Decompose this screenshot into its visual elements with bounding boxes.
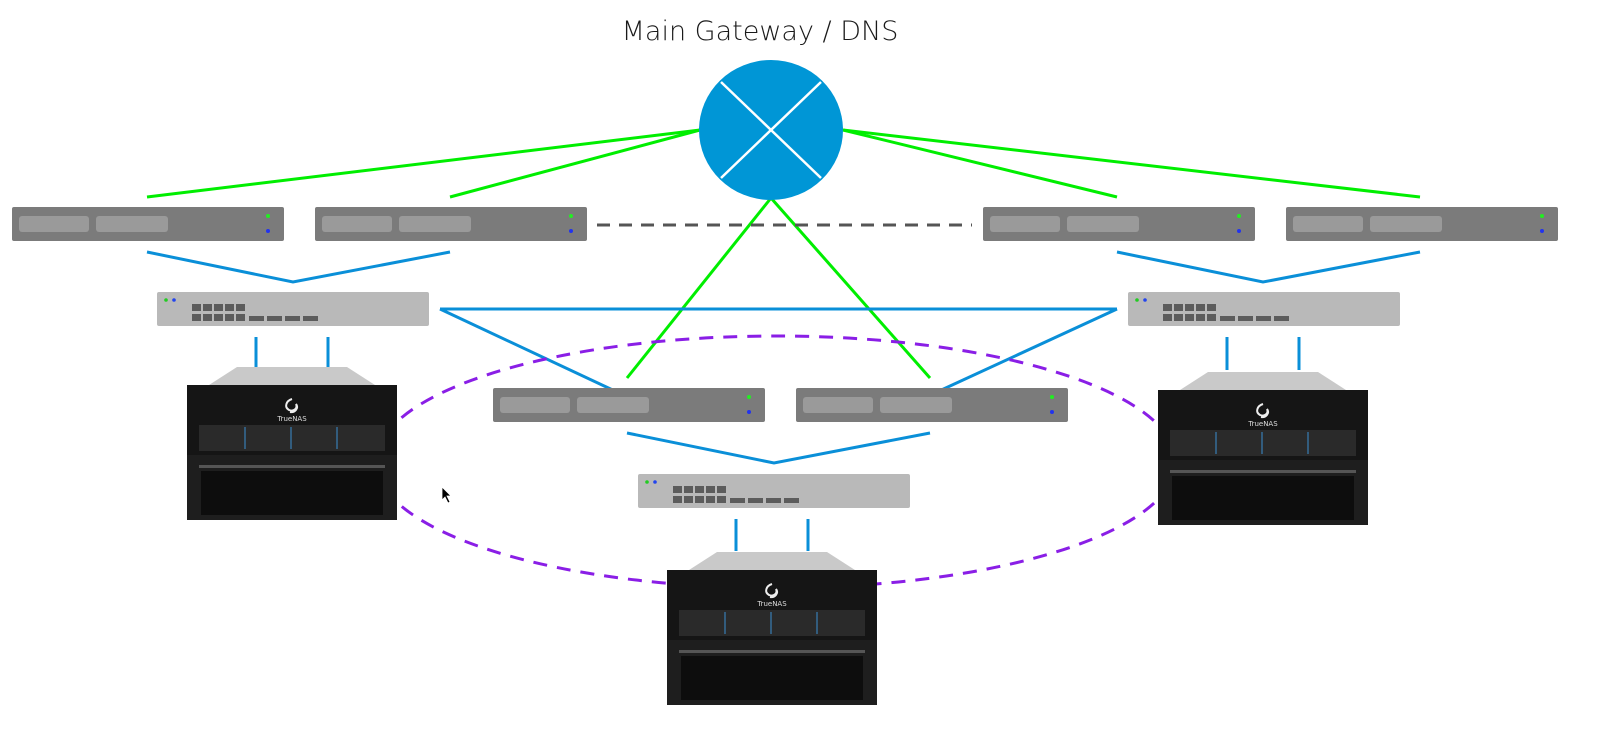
router[interactable]: [493, 388, 765, 422]
router[interactable]: [1286, 207, 1558, 241]
router[interactable]: [983, 207, 1255, 241]
storage-server[interactable]: TrueNAS: [666, 551, 878, 706]
router[interactable]: [796, 388, 1068, 422]
router[interactable]: [315, 207, 587, 241]
wan-link: [449, 128, 701, 199]
lan-links: [146, 250, 1421, 551]
gateway-title: Main Gateway / DNS: [622, 16, 899, 47]
wan-link: [625, 197, 773, 379]
lan-link: [439, 307, 618, 394]
switch[interactable]: [157, 292, 429, 326]
switch[interactable]: [638, 474, 910, 508]
gateway-router[interactable]: [699, 60, 843, 200]
storage-server[interactable]: TrueNAS: [186, 366, 398, 521]
wan-link: [769, 197, 932, 379]
server-brand-label: TrueNAS: [1247, 420, 1278, 428]
server-brand-label: TrueNAS: [276, 415, 307, 423]
lan-link: [1116, 250, 1421, 284]
lan-link: [626, 431, 931, 465]
mouse-cursor-icon: [441, 486, 452, 504]
storage-server[interactable]: TrueNAS: [1157, 371, 1369, 526]
server-brand-label: TrueNAS: [756, 600, 787, 608]
wan-link: [146, 128, 701, 199]
lan-link: [936, 307, 1118, 394]
lan-link: [146, 250, 451, 284]
wan-link: [842, 128, 1118, 199]
router[interactable]: [12, 207, 284, 241]
wan-link: [842, 128, 1421, 199]
router-cross-icon: [720, 81, 822, 179]
switch[interactable]: [1128, 292, 1400, 326]
wan-links: [146, 128, 1421, 379]
